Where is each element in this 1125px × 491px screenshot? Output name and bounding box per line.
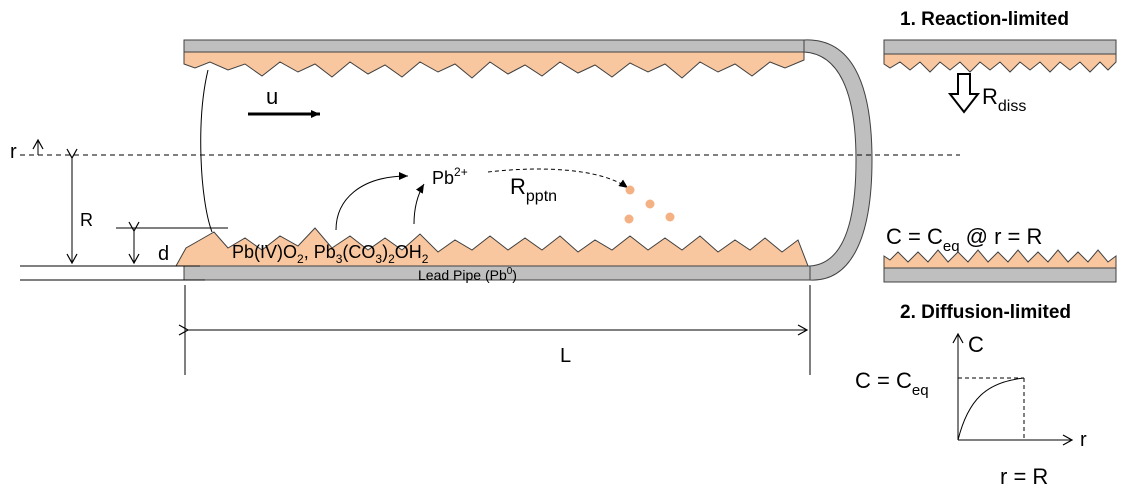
dissolution-block-arrow [947, 73, 981, 114]
radius-label: R [80, 210, 93, 230]
precipitate-particle [625, 185, 635, 195]
lead-ion-label: Pb2+ [432, 165, 468, 188]
precipitate-particle [665, 212, 675, 222]
reaction-wall [883, 39, 1117, 55]
pipe-end-bend [803, 39, 873, 281]
reaction-limited-title: 1. Reaction-limited [900, 9, 1069, 30]
r-equals-R-label: r = R [1000, 464, 1048, 489]
graph-x-label: r [1080, 429, 1087, 451]
length-label: L [560, 345, 571, 367]
dissolution-arrow-2 [413, 183, 425, 225]
precipitation-arrow [487, 168, 629, 189]
dissolution-arrow-1 [335, 172, 409, 231]
reaction-scale [883, 53, 1117, 73]
scale-thickness-label: d [158, 243, 169, 265]
r-axis-label: r [10, 141, 17, 163]
lead-pipe-label: Lead Pipe (Pb0) [418, 266, 517, 283]
pipe-bottom-scale [175, 227, 809, 267]
pipe-top-scale [183, 51, 805, 79]
precipitate-particle [624, 214, 634, 224]
diffusion-limited-title: 2. Diffusion-limited [900, 302, 1071, 323]
pipe-top-wall [183, 39, 805, 53]
diffusion-wall [883, 267, 1117, 283]
diffusion-scale [883, 249, 1117, 269]
boundary-condition-label: C = Ceq @ r = R [886, 224, 1042, 255]
graph-y-label: C [968, 332, 984, 357]
scale-composition-label: Pb(IV)O2, Pb3(CO3)2OH2 [232, 242, 429, 266]
precipitate-particle [645, 199, 655, 209]
pipe-inlet-curve [200, 69, 213, 233]
dissolution-rate-label: Rdiss [982, 84, 1026, 115]
precipitation-rate-label: Rpptn [510, 174, 557, 205]
concentration-curve [957, 377, 1025, 441]
flow-label-u: u [266, 84, 278, 109]
ceq-label: C = Ceq [855, 368, 929, 399]
